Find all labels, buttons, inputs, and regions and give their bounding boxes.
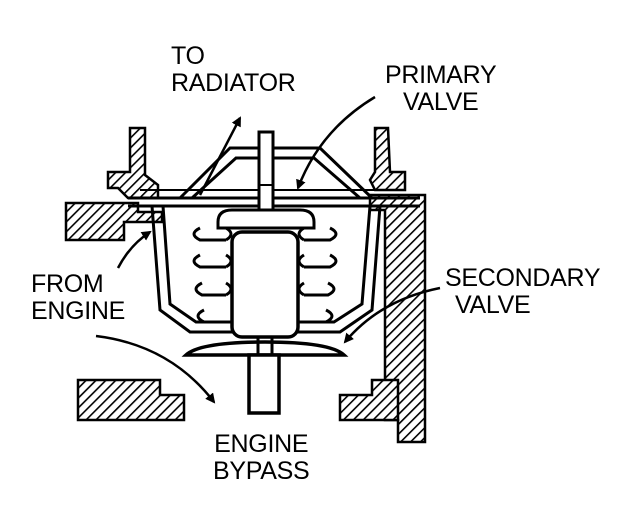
label-from-engine-line2: ENGINE — [31, 297, 126, 325]
right-spring — [297, 226, 338, 324]
label-from-engine-line1: FROM — [31, 270, 104, 298]
left-spring — [192, 226, 233, 324]
label-primary-valve-line1: PRIMARY — [385, 61, 497, 89]
secondary-valve-disc — [181, 340, 349, 357]
wax-element — [230, 230, 300, 339]
label-to-radiator: TO RADIATOR — [171, 42, 296, 97]
arrow-secondary-valve — [343, 286, 441, 344]
label-engine-bypass: ENGINE BYPASS — [213, 430, 310, 485]
label-primary-valve: PRIMARY VALVE — [385, 61, 497, 116]
label-primary-valve-line2: VALVE — [402, 88, 479, 116]
arrow-to-radiator — [198, 116, 242, 196]
lower-left-housing — [76, 378, 186, 422]
arrow-from-engine — [116, 230, 152, 269]
label-from-engine: FROM ENGINE — [31, 271, 125, 325]
label-secondary-valve: SECONDARY VALVE — [445, 264, 601, 319]
top-dome — [178, 146, 374, 200]
label-engine-bypass-line1: ENGINE — [214, 430, 309, 458]
arrow-primary-valve — [296, 95, 376, 190]
center-pin — [257, 130, 275, 214]
label-secondary-valve-line2: VALVE — [455, 291, 531, 319]
label-to-radiator-line1: TO — [171, 42, 205, 70]
left-housing — [64, 126, 164, 242]
label-to-radiator-line2: RADIATOR — [171, 69, 296, 97]
label-engine-bypass-line2: BYPASS — [213, 457, 310, 485]
right-housing — [338, 126, 427, 444]
arrow-engine-bypass — [95, 334, 216, 404]
label-secondary-valve-line1: SECONDARY — [445, 264, 601, 292]
primary-valve-disc — [216, 208, 316, 230]
bypass-stem — [247, 337, 281, 415]
